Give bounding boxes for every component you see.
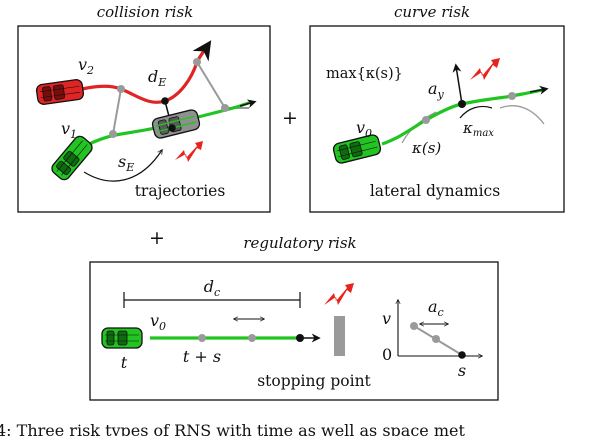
label-ac: ac	[428, 297, 444, 319]
regulatory-warning-icon	[324, 283, 354, 305]
green-trajectory-arrowhead	[239, 99, 257, 109]
label-ay: ay	[428, 79, 445, 101]
label-v1: v1	[61, 119, 77, 141]
curve-node-1	[422, 116, 430, 124]
collision-gray-nodes	[109, 58, 229, 138]
green-vehicle-regulatory	[101, 327, 143, 349]
regulatory-risk-panel	[89, 261, 499, 401]
label-zero: 0	[382, 345, 392, 364]
label-sE: sE	[118, 152, 134, 174]
figure-caption: 4: Three risk types of RNS with time as …	[0, 421, 465, 436]
label-v2: v2	[78, 55, 94, 77]
regulatory-node-2	[248, 334, 256, 342]
curve-caption: lateral dynamics	[370, 182, 500, 200]
collision-warning-icon	[175, 141, 203, 162]
vs-node-stop	[458, 351, 466, 359]
collision-risk-panel	[17, 25, 271, 213]
label-dE: dE	[148, 67, 166, 89]
label-s-axis: s	[458, 361, 466, 380]
collision-caption: trajectories	[135, 182, 226, 200]
curve-risk-panel	[309, 25, 565, 213]
plus-operator-1: +	[282, 107, 298, 129]
curve-warning-icon	[470, 58, 500, 80]
velocity-distance-plot: v 0 s ac	[382, 297, 482, 380]
collision-risk-title: collision risk	[97, 3, 194, 21]
regulatory-caption: stopping point	[257, 372, 371, 390]
curve-risk-title: curve risk	[394, 3, 470, 21]
regulatory-risk-title: regulatory risk	[243, 234, 356, 252]
dE-node-bottom	[168, 124, 176, 132]
label-v0-regulatory: v0	[150, 311, 166, 333]
label-kappa-max: κmax	[462, 119, 494, 139]
label-t: t	[121, 353, 128, 372]
green-vehicle-1	[51, 135, 93, 181]
label-v-axis: v	[382, 309, 391, 328]
plus-operator-2: +	[149, 227, 165, 249]
vs-node-2	[432, 335, 440, 343]
label-t-plus-s: t + s	[183, 347, 221, 366]
lateral-acceleration-arrow	[452, 63, 463, 105]
dE-node-top	[161, 97, 169, 105]
kappa-max-arc	[459, 105, 493, 119]
predicted-vehicle	[151, 109, 201, 139]
regulatory-node-stop	[296, 334, 304, 342]
red-vehicle	[35, 79, 85, 105]
curve-node-2	[508, 92, 516, 100]
stopping-barrier	[334, 316, 345, 356]
label-v0-curve: v0	[356, 118, 372, 140]
vs-node-1	[410, 322, 418, 330]
label-kappa-s: κ(s)	[411, 139, 441, 157]
green-vehicle-curve	[332, 134, 382, 164]
label-max-kappa: max{κ(s)}	[326, 66, 403, 82]
sE-arrow	[83, 150, 162, 182]
label-dc: dc	[204, 277, 220, 299]
curve-trajectory-arrowhead	[529, 85, 549, 95]
regulatory-node-1	[198, 334, 206, 342]
